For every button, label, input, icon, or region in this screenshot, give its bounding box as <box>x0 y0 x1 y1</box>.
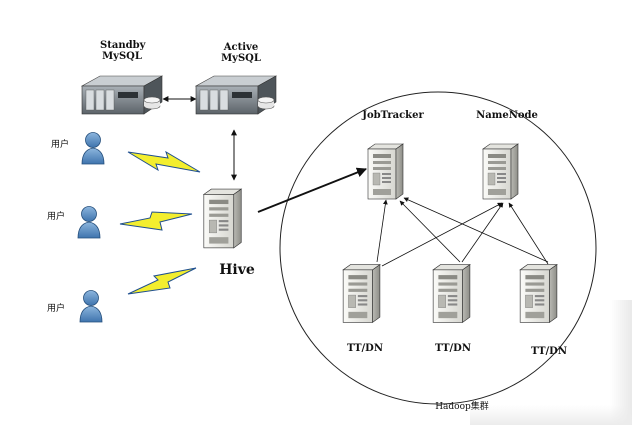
user-icon-3 <box>79 290 103 323</box>
user-icon-1 <box>81 132 105 165</box>
lightning-icon-1 <box>127 150 201 173</box>
edge-ttdn1-jobtracker <box>376 199 388 263</box>
namenode-server-icon <box>482 143 519 200</box>
jobtracker-label: JobTracker <box>362 110 424 121</box>
lightning-icon-3 <box>127 267 197 295</box>
edge-hive-jobtracker <box>257 167 367 213</box>
standby-mysql-server-icon <box>80 75 164 115</box>
active-mysql-label-line2: MySQL <box>221 53 261 64</box>
user-label-2: 用户 <box>46 212 65 222</box>
namenode-label: NameNode <box>476 110 538 121</box>
user-label-3: 用户 <box>46 304 65 314</box>
standby-mysql-label: Standby MySQL <box>100 40 146 62</box>
lightning-icon-2 <box>119 211 193 231</box>
edge-ttdn1-namenode <box>381 202 503 267</box>
user-icon-2 <box>77 206 101 239</box>
active-mysql-server-icon <box>194 75 278 115</box>
hive-server-icon <box>203 188 242 249</box>
active-mysql-label-line1: Active <box>223 42 259 53</box>
active-mysql-label: Active MySQL <box>218 42 264 64</box>
jobtracker-server-icon <box>367 143 404 200</box>
edge-shadow-bottom <box>470 405 632 425</box>
edge-ttdn2-jobtracker <box>399 200 461 263</box>
hadoop-cluster-circle <box>279 91 597 405</box>
hive-label: Hive <box>219 262 255 278</box>
edge-ttdn3-jobtracker <box>403 197 549 263</box>
edge-ttdn3-namenode <box>508 202 549 265</box>
ttdn-server-icon-3 <box>519 264 558 323</box>
hadoop-cluster-label: Hadoop集群 <box>435 402 489 412</box>
edge-shadow-right <box>610 300 632 425</box>
standby-mysql-label-line2: MySQL <box>102 51 142 62</box>
ttdn-server-icon-2 <box>432 264 471 323</box>
ttdn-label-3: TT/DN <box>531 346 567 357</box>
ttdn-label-1: TT/DN <box>347 343 383 354</box>
standby-mysql-label-line1: Standby <box>100 40 146 51</box>
ttdn-server-icon-1 <box>342 264 381 323</box>
user-label-1: 用户 <box>50 140 69 150</box>
ttdn-label-2: TT/DN <box>435 343 471 354</box>
